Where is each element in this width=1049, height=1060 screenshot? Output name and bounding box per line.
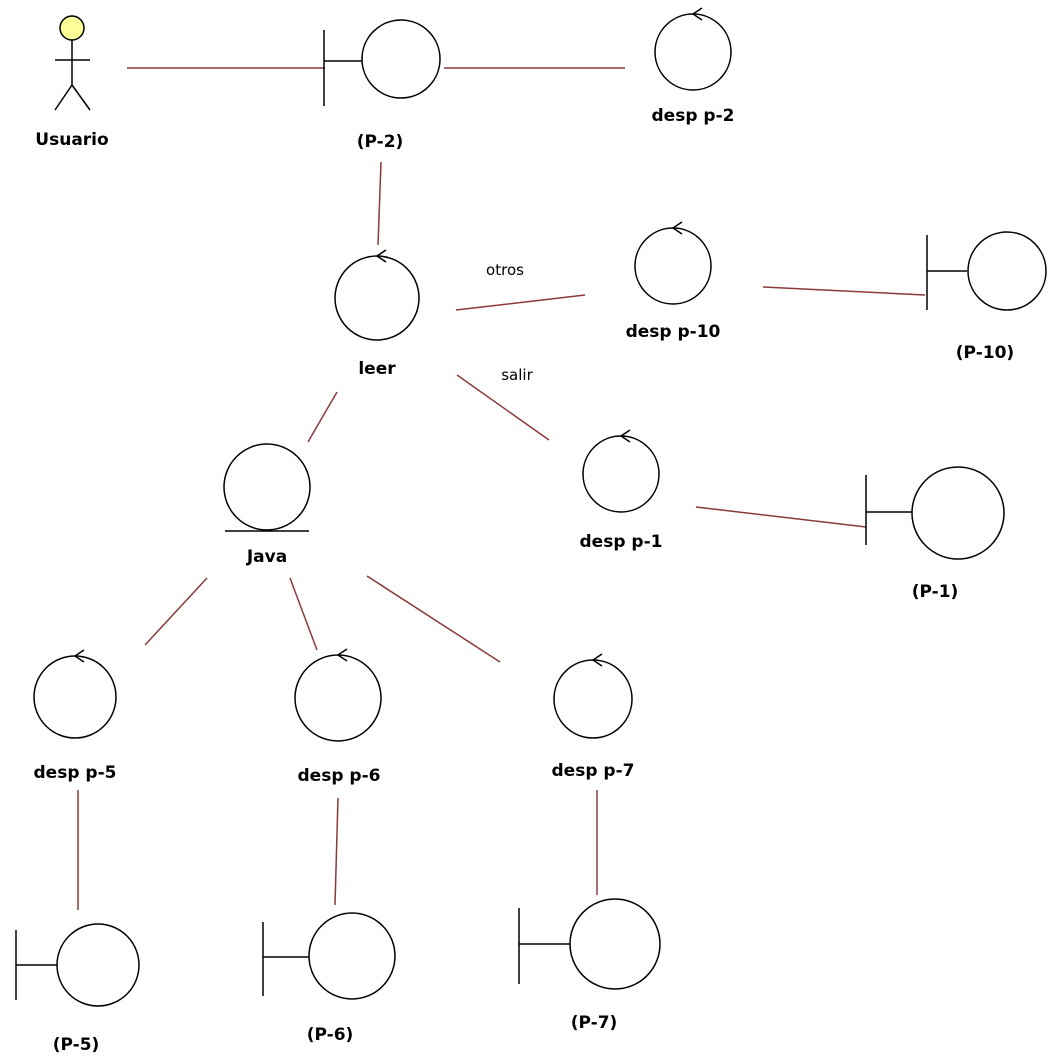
actor-usuario[interactable]: Usuario [35, 15, 109, 150]
entity-circle [223, 443, 311, 531]
label-usuario: Usuario [35, 130, 108, 150]
connector-leer-desp-p1 [456, 374, 550, 441]
control-arrow [619, 429, 631, 443]
boundary-p5[interactable]: (P-5) [15, 923, 140, 1055]
boundary-circle [569, 898, 661, 990]
connector-leer-java [307, 391, 338, 443]
control-desp-p6[interactable]: desp p-6 [294, 648, 382, 786]
label-desp-p1: desp p-1 [580, 532, 663, 552]
label-desp-p6: desp p-6 [298, 766, 381, 786]
control-circle [654, 13, 732, 91]
control-circle [294, 654, 382, 742]
control-arrow [591, 653, 603, 667]
label-p5: (P-5) [53, 1035, 100, 1055]
label-desp-p2: desp p-2 [652, 106, 735, 126]
label-desp-p7: desp p-7 [552, 761, 635, 781]
entity-java[interactable]: Java [223, 443, 311, 567]
label-p10: (P-10) [956, 343, 1014, 363]
connectors [77, 67, 926, 910]
connector-desp-p10-p10 [762, 286, 926, 296]
control-leer[interactable]: leer [334, 249, 420, 379]
boundary-p2[interactable]: (P-2) [323, 19, 441, 152]
label-leer: leer [358, 359, 396, 379]
boundary-p10[interactable]: (P-10) [926, 231, 1047, 363]
actor-right-leg [71, 84, 91, 111]
control-arrow [73, 649, 85, 663]
boundary-p1[interactable]: (P-1) [865, 466, 1005, 602]
actor-left-leg [54, 84, 73, 111]
label-p7: (P-7) [571, 1013, 618, 1033]
control-circle [334, 255, 420, 341]
connector-java-desp-p6 [289, 577, 318, 651]
label-desp-p10: desp p-10 [626, 322, 721, 342]
actor-head [59, 15, 85, 41]
control-desp-p5[interactable]: desp p-5 [33, 649, 117, 783]
boundary-circle [56, 923, 140, 1007]
connector-leer-desp-p10 [455, 294, 586, 311]
boundary-circle [911, 466, 1005, 560]
boundary-p7[interactable]: (P-7) [518, 898, 661, 1033]
label-java: Java [246, 547, 287, 567]
control-desp-p10[interactable]: desp p-10 [626, 221, 721, 342]
control-arrow [691, 7, 703, 21]
connector-java-desp-p5 [144, 577, 208, 646]
connector-p2-leer [377, 161, 382, 246]
boundary-circle [308, 912, 396, 1000]
label-desp-p5: desp p-5 [34, 763, 117, 783]
boundary-circle [967, 231, 1047, 311]
control-desp-p1[interactable]: desp p-1 [580, 429, 663, 552]
edge-label-salir: salir [501, 366, 533, 384]
control-arrow [671, 221, 683, 235]
control-circle [33, 655, 117, 739]
connector-desp-p1-p1 [695, 506, 867, 528]
control-circle [553, 659, 633, 739]
control-desp-p7[interactable]: desp p-7 [552, 653, 635, 781]
connector-java-desp-p7 [366, 575, 501, 663]
label-p2: (P-2) [357, 132, 404, 152]
label-p6: (P-6) [307, 1025, 354, 1045]
edge-label-otros: otros [486, 261, 524, 279]
control-desp-p2[interactable]: desp p-2 [652, 7, 735, 126]
connector-desp-p6-p6 [334, 797, 339, 906]
boundary-circle [361, 19, 441, 99]
control-arrow [375, 249, 387, 263]
control-arrow [336, 648, 348, 662]
label-p1: (P-1) [912, 582, 959, 602]
control-circle [634, 227, 712, 305]
boundary-p6[interactable]: (P-6) [262, 912, 396, 1045]
control-circle [582, 435, 660, 513]
